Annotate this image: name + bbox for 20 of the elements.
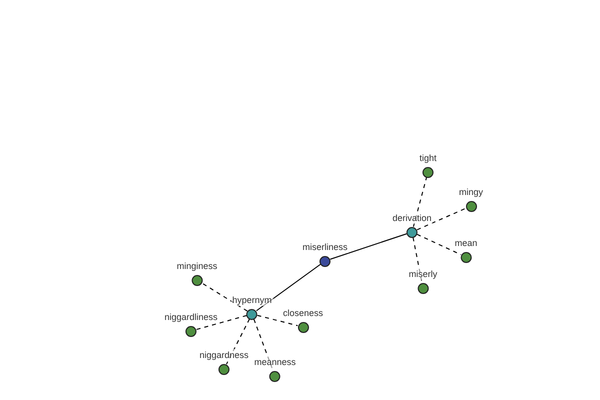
dashed-connector [256, 314, 298, 326]
connector-line [256, 264, 322, 312]
dashed-connector [226, 318, 250, 365]
word-label: meanness [253, 356, 297, 368]
dashed-connector [412, 176, 428, 228]
word-label: hypernym [231, 294, 273, 306]
connector-line [330, 233, 408, 260]
word-label: derivation [391, 212, 433, 224]
dashed-connector [201, 282, 248, 312]
word-label: mingy [458, 186, 484, 198]
word-label: niggardness [198, 348, 250, 360]
dashed-connector [412, 236, 422, 284]
word-label: tight [418, 152, 438, 164]
dashed-connector [196, 314, 248, 330]
word-label: niggardliness [163, 310, 219, 322]
word-label: closeness [282, 306, 324, 318]
word-label: miserliness [302, 240, 348, 252]
word-label: minginess [176, 260, 218, 272]
dashed-connector [416, 208, 466, 230]
word-label: miserly [408, 268, 438, 280]
